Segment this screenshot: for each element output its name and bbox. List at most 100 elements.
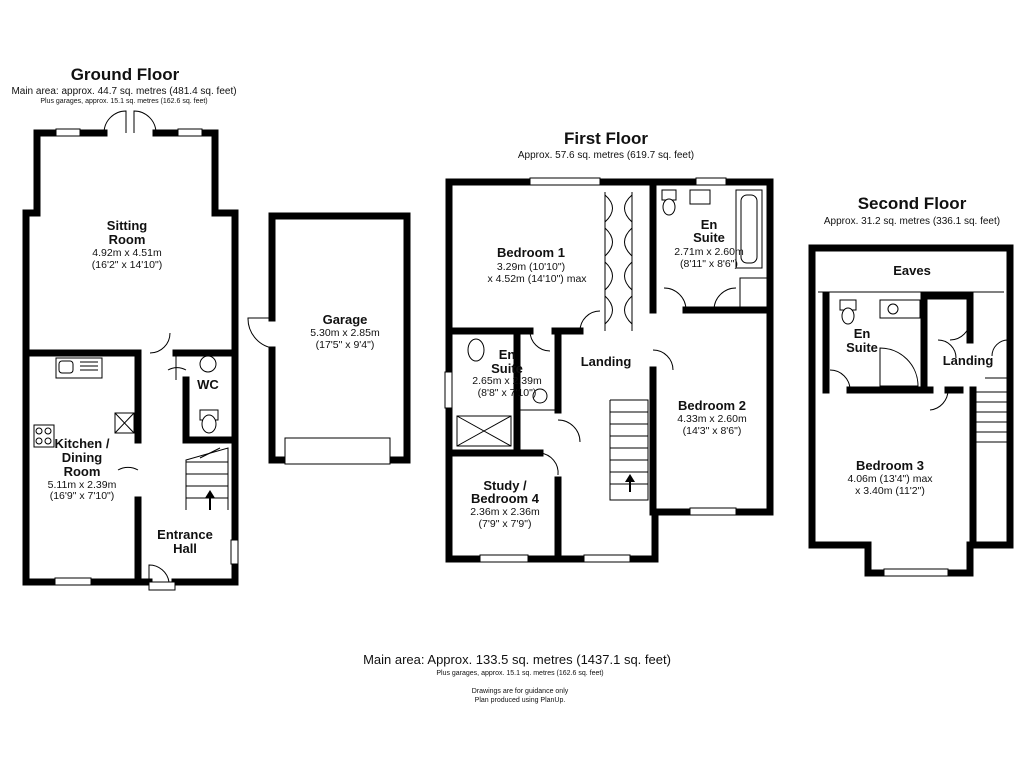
ground-floor-area: Main area: approx. 44.7 sq. metres (481.… <box>11 86 236 97</box>
ensuite-a-dim-imperial: (8'11" x 8'6") <box>680 258 738 270</box>
ground-stairs <box>185 447 229 510</box>
ensuite-b-door[interactable] <box>529 330 551 352</box>
ensuite-door[interactable] <box>829 369 851 391</box>
toilet-icon <box>841 307 855 325</box>
bed2-dim-imperial: (14'3" x 8'6") <box>683 425 742 437</box>
shower-quadrant-icon <box>879 347 919 387</box>
garage-wall <box>268 212 411 464</box>
hall-name: Entrance <box>157 527 213 542</box>
first-floor: First Floor Approx. 57.6 sq. metres (619… <box>444 129 774 563</box>
ground-floor: Ground Floor Main area: approx. 44.7 sq.… <box>11 65 239 591</box>
garage-door-icon[interactable] <box>284 437 391 465</box>
garage-dim: 5.30m x 2.85m <box>310 327 380 339</box>
stairs-up-arrow-icon <box>625 474 635 492</box>
bed1-name: Bedroom 1 <box>497 245 565 260</box>
bed1-dim: 3.29m (10'10") <box>497 261 565 273</box>
first-window <box>444 371 453 409</box>
first-floor-area: Approx. 57.6 sq. metres (619.7 sq. feet) <box>518 150 694 161</box>
second-floor-area: Approx. 31.2 sq. metres (336.1 sq. feet) <box>824 216 1000 227</box>
disclaimer: Drawings are for guidance only <box>472 688 569 695</box>
second-floor: Second Floor Approx. 31.2 sq. metres (33… <box>808 194 1014 577</box>
basin-icon <box>689 189 711 205</box>
sink-bowl-icon <box>58 360 74 374</box>
ground-floor-garage-note: Plus garages, approx. 15.1 sq. metres (1… <box>40 98 207 105</box>
sitting-room-name: Sitting <box>107 218 147 233</box>
kitchen-name-3: Room <box>64 464 101 479</box>
bed2-door[interactable] <box>652 349 674 371</box>
sitting-room-dim-imperial: (16'2" x 14'10") <box>92 259 162 271</box>
second-window <box>883 568 949 577</box>
first-window <box>695 177 727 186</box>
landing-door-2[interactable] <box>937 339 957 359</box>
ensuite-a-door-2[interactable] <box>713 287 737 311</box>
first-window <box>583 554 631 563</box>
bed2-name: Bedroom 2 <box>678 398 746 413</box>
second-ensuite-name-2: Suite <box>846 340 878 355</box>
hall-name-2: Hall <box>173 541 197 556</box>
basin-icon <box>532 388 548 404</box>
wc-name: WC <box>197 377 219 392</box>
garage-side-door[interactable] <box>247 317 273 349</box>
ensuite-b-name-2: Suite <box>491 361 523 376</box>
second-ensuite-name: En <box>854 326 871 341</box>
garage-dim-imperial: (17'5" x 9'4") <box>316 339 375 351</box>
ground-window <box>230 539 239 565</box>
front-door[interactable] <box>148 564 170 583</box>
cupboard-door[interactable] <box>557 419 581 443</box>
second-landing-name: Landing <box>943 353 994 368</box>
front-door-step <box>148 581 176 591</box>
study-dim: 2.36m x 2.36m <box>470 506 540 518</box>
bed1-dim-2: x 4.52m (14'10") max <box>487 273 587 285</box>
study-name-2: Bedroom 4 <box>471 491 540 506</box>
kitchen-dim-imperial: (16'9" x 7'10") <box>50 490 115 502</box>
first-stairs <box>609 399 649 501</box>
kitchen-name-2: Dining <box>62 450 102 465</box>
ground-window <box>54 577 92 586</box>
ground-outer-wall-right <box>152 129 239 586</box>
kitchen-name: Kitchen / <box>55 436 110 451</box>
sitting-door[interactable] <box>149 332 171 354</box>
ground-window <box>55 128 81 137</box>
bed3-dim-2: x 3.40m (11'2") <box>855 485 925 497</box>
ensuite-a-door[interactable] <box>663 287 687 311</box>
ground-outer-wall <box>22 129 153 586</box>
second-stairs <box>976 377 1007 443</box>
study-dim-imperial: (7'9" x 7'9") <box>479 518 532 530</box>
eaves-name: Eaves <box>893 263 931 278</box>
ensuite-b-dim-imperial: (8'8" x 7'10") <box>478 387 537 399</box>
first-floor-title: First Floor <box>564 129 648 148</box>
ensuite-a-name-2: Suite <box>693 230 725 245</box>
kitchen-dim: 5.11m x 2.39m <box>48 479 117 491</box>
garage-name: Garage <box>323 312 368 327</box>
first-window <box>529 177 601 186</box>
ensuite-b-name: En <box>499 347 516 362</box>
footer-garage-note: Plus garages, approx. 15.1 sq. metres (1… <box>436 670 603 677</box>
total-area: Main area: Approx. 133.5 sq. metres (143… <box>363 652 671 667</box>
study-door[interactable] <box>539 452 559 476</box>
second-outer-wall <box>808 244 1014 577</box>
toilet-icon <box>662 198 676 216</box>
ground-window <box>177 128 203 137</box>
bed2-dim: 4.33m x 2.60m <box>677 413 747 425</box>
french-door-right[interactable] <box>133 110 157 134</box>
eaves-door[interactable] <box>991 339 1009 357</box>
ground-wall-wc <box>182 376 236 444</box>
ensuite-b-dim: 2.65m x 2.39m <box>472 375 542 387</box>
ensuite-a-name: En <box>701 217 718 232</box>
wc-door[interactable] <box>167 367 187 371</box>
french-door-left[interactable] <box>103 110 127 134</box>
stairs-up-arrow-icon <box>205 490 215 510</box>
bed1-door[interactable] <box>579 310 601 332</box>
study-name: Study / <box>483 478 527 493</box>
ground-floor-title: Ground Floor <box>71 65 180 84</box>
toilet-icon <box>201 414 217 434</box>
landing-door[interactable] <box>949 319 971 341</box>
garage: Garage 5.30m x 2.85m (17'5" x 9'4") <box>247 212 411 465</box>
kitchen-door[interactable] <box>117 466 139 471</box>
bed3-name: Bedroom 3 <box>856 458 924 473</box>
sitting-room-dim: 4.92m x 4.51m <box>92 247 162 259</box>
bed3-door[interactable] <box>929 389 949 411</box>
wardrobe <box>604 192 633 331</box>
toilet-icon <box>467 338 485 362</box>
